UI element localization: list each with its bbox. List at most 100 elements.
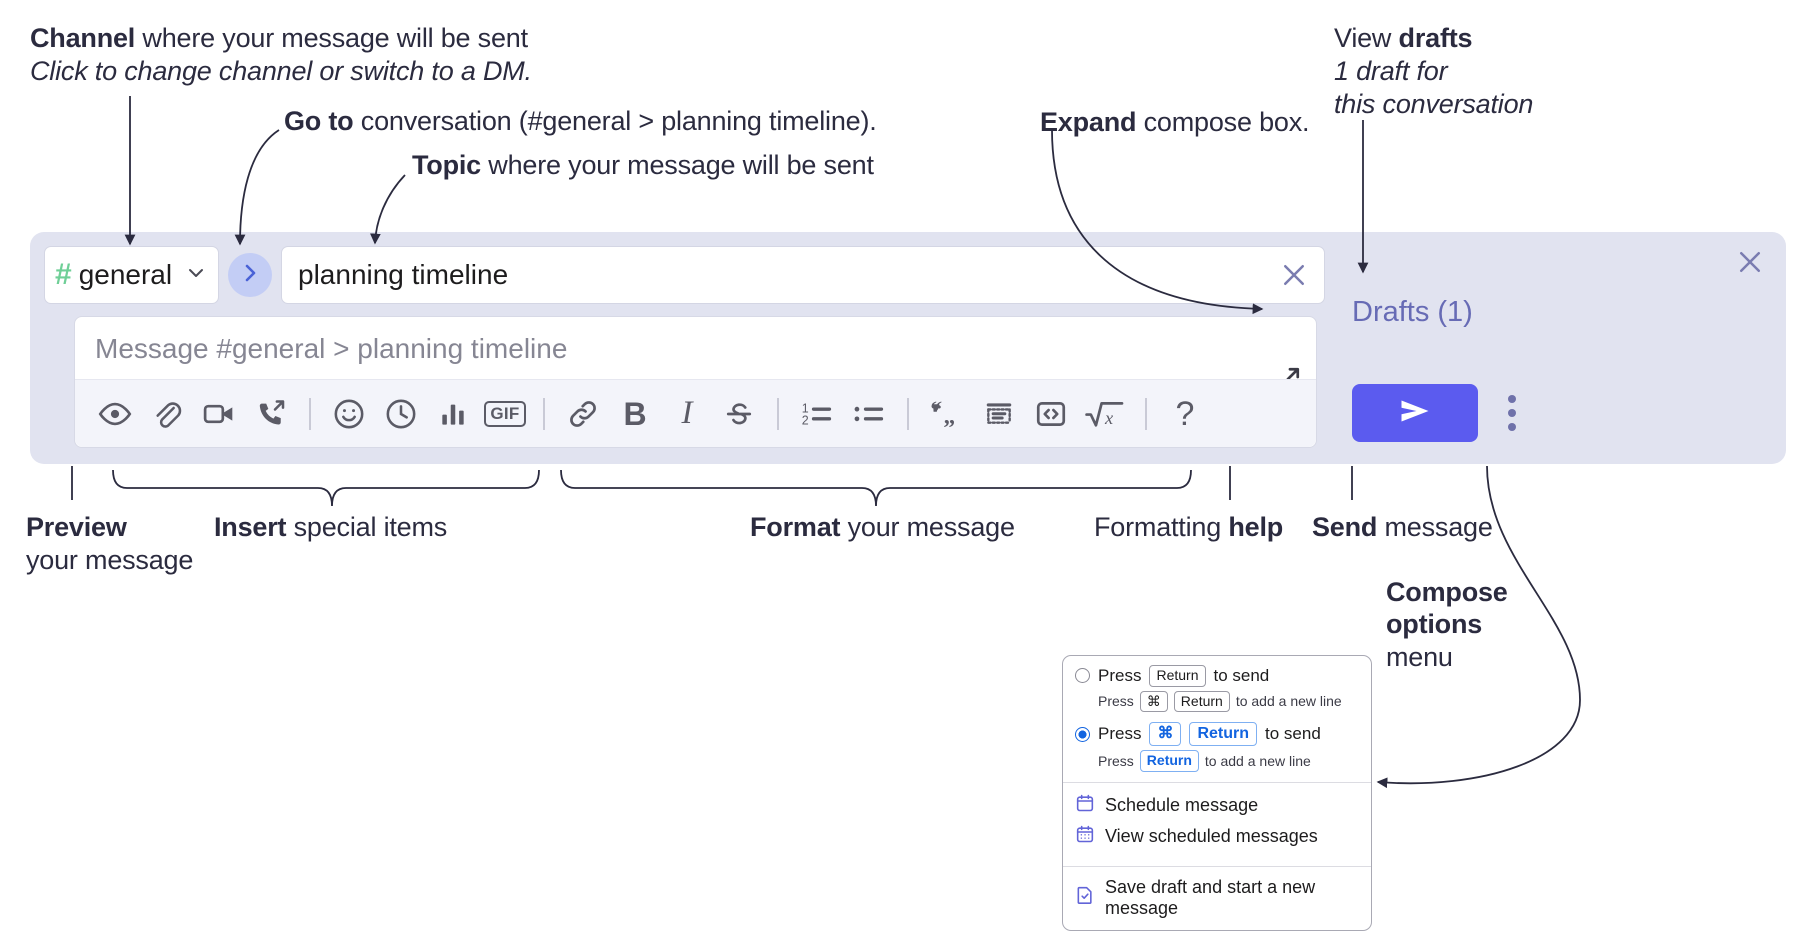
annotation-drafts-plain: View (1334, 23, 1399, 53)
help-label: ? (1175, 394, 1195, 433)
menu-item-label: Save draft and start a new message (1105, 876, 1316, 918)
annotation-drafts: View drafts 1 draft for this conversatio… (1334, 22, 1533, 121)
channel-picker[interactable]: # general (44, 246, 219, 304)
attachment-icon[interactable] (141, 388, 193, 440)
key-return: Return (1173, 690, 1230, 712)
menu-divider (1063, 865, 1371, 867)
sub-prefix: Press (1098, 693, 1134, 710)
goto-conversation-button[interactable] (228, 253, 272, 297)
menu-item-label: Schedule message (1105, 794, 1259, 815)
chevron-down-icon (184, 261, 208, 290)
message-input-box[interactable]: Message #general > planning timeline (74, 316, 1317, 448)
annotation-compose-options-rest: menu (1386, 641, 1453, 672)
gif-icon[interactable]: GIF (479, 388, 531, 440)
annotation-preview: Preview your message (26, 511, 193, 577)
math-icon[interactable]: x (1077, 388, 1133, 440)
menu-radio-cmd-return-to-send[interactable]: Press ⌘ Return to send (1063, 719, 1371, 749)
bold-icon[interactable]: B (609, 388, 661, 440)
preview-icon[interactable] (89, 388, 141, 440)
annotation-format: Format your message (750, 511, 1015, 544)
radio-icon (1075, 668, 1090, 684)
toolbar-divider (907, 397, 909, 430)
annotation-preview-bold: Preview (26, 512, 127, 542)
strikethrough-icon[interactable] (713, 388, 765, 440)
annotation-insert-rest: special items (286, 512, 448, 542)
send-paper-plane-icon (1395, 396, 1435, 431)
link-icon[interactable] (557, 388, 609, 440)
close-icon[interactable] (1272, 253, 1316, 297)
annotation-topic-bold: Topic (412, 150, 481, 180)
toolbar-divider (1145, 397, 1147, 430)
toolbar-divider (309, 397, 311, 430)
hash-icon: # (55, 258, 72, 291)
bold-label: B (623, 395, 647, 432)
sub-prefix: Press (1098, 752, 1134, 769)
call-forward-icon[interactable] (245, 388, 297, 440)
code-block-icon[interactable] (973, 388, 1025, 440)
menu-radio-return-to-send[interactable]: Press Return to send (1063, 662, 1371, 690)
calendar-grid-icon (1075, 824, 1095, 849)
topic-input[interactable]: planning timeline (281, 246, 1325, 304)
calendar-schedule-icon (1075, 793, 1095, 818)
menu-item-save-draft[interactable]: Save draft and start a new message (1063, 867, 1371, 930)
menu-item-label: View scheduled messages (1105, 825, 1318, 846)
annotation-channel-bold: Channel (30, 23, 136, 53)
annotation-help: Formatting help (1094, 511, 1283, 544)
annotation-channel-italic: Click to change channel or switch to a D… (30, 55, 532, 86)
annotation-goto: Go to conversation (#general > planning … (284, 105, 877, 138)
compose-header-row: # general planning timeline (44, 246, 1325, 304)
annotation-topic-rest: where your message will be sent (481, 150, 874, 180)
annotation-compose-options-bold2: options (1386, 609, 1483, 640)
annotation-drafts-bold: drafts (1398, 23, 1473, 53)
drafts-link[interactable]: Drafts (1) (1352, 296, 1473, 328)
menu-item-schedule-message[interactable]: Schedule message (1063, 783, 1371, 821)
blockquote-icon[interactable]: “„ (921, 388, 973, 440)
annotation-insert-bold: Insert (214, 512, 287, 542)
annotation-expand-bold: Expand (1040, 107, 1137, 137)
annotation-preview-rest: your message (26, 544, 194, 575)
key-return: Return (1149, 665, 1206, 687)
compose-panel: # general planning timeline Message #gen… (30, 232, 1786, 464)
annotation-goto-bold: Go to (284, 106, 354, 136)
compose-options-menu: Press Return to send Press ⌘ Return to a… (1062, 655, 1372, 931)
annotation-help-bold: help (1228, 512, 1284, 542)
emoji-icon[interactable] (323, 388, 375, 440)
bulleted-list-icon[interactable] (843, 388, 895, 440)
radio-suffix: to send (1265, 724, 1321, 743)
menu-subtext-newline-1: Press ⌘ Return to add a new line (1063, 690, 1371, 716)
close-icon[interactable] (1730, 242, 1770, 282)
inline-code-icon[interactable] (1025, 388, 1077, 440)
annotation-format-bold: Format (750, 512, 841, 542)
annotation-expand-rest: compose box. (1136, 107, 1310, 137)
svg-text:„: „ (944, 403, 956, 429)
annotation-send-rest: message (1377, 512, 1493, 542)
annotation-topic: Topic where your message will be sent (412, 149, 874, 182)
key-return: Return (1189, 722, 1258, 746)
menu-item-view-scheduled-messages[interactable]: View scheduled messages (1063, 821, 1371, 859)
video-icon[interactable] (193, 388, 245, 440)
radio-prefix: Press (1098, 665, 1142, 685)
radio-suffix: to send (1213, 665, 1270, 685)
annotation-channel-rest: where your message will be sent (135, 23, 528, 53)
annotation-insert: Insert special items (214, 511, 447, 544)
chevron-right-icon (238, 261, 262, 290)
send-button[interactable] (1352, 384, 1478, 442)
compose-options-button[interactable] (1492, 384, 1532, 442)
annotation-drafts-italic2: this conversation (1334, 88, 1534, 119)
toolbar-divider (543, 397, 545, 430)
annotation-expand: Expand compose box. (1040, 106, 1310, 139)
poll-icon[interactable] (427, 388, 479, 440)
svg-text:“: “ (930, 397, 942, 423)
annotation-format-rest: your message (840, 512, 1015, 542)
annotation-send: Send message (1312, 511, 1493, 544)
help-icon[interactable]: ? (1159, 388, 1211, 440)
italic-icon[interactable]: I (661, 388, 713, 440)
key-command: ⌘ (1139, 690, 1168, 712)
topic-value: planning timeline (298, 259, 509, 290)
clock-icon[interactable] (375, 388, 427, 440)
annotation-compose-options-bold1: Compose (1386, 577, 1508, 607)
vertical-dots-icon (1508, 395, 1516, 431)
annotation-channel: Channel where your message will be sent … (30, 22, 532, 88)
